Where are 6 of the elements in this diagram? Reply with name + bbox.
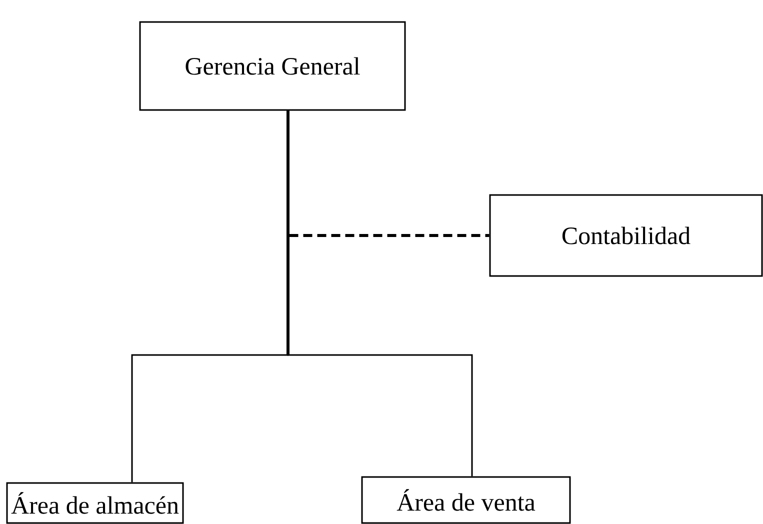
org-box: Área de almacén [6, 482, 184, 524]
org-box: Contabilidad [489, 194, 763, 277]
org-box: Gerencia General [139, 21, 406, 111]
connector-line [287, 110, 473, 476]
dashed-line [286, 110, 490, 237]
org-box: Área de venta [361, 476, 571, 524]
